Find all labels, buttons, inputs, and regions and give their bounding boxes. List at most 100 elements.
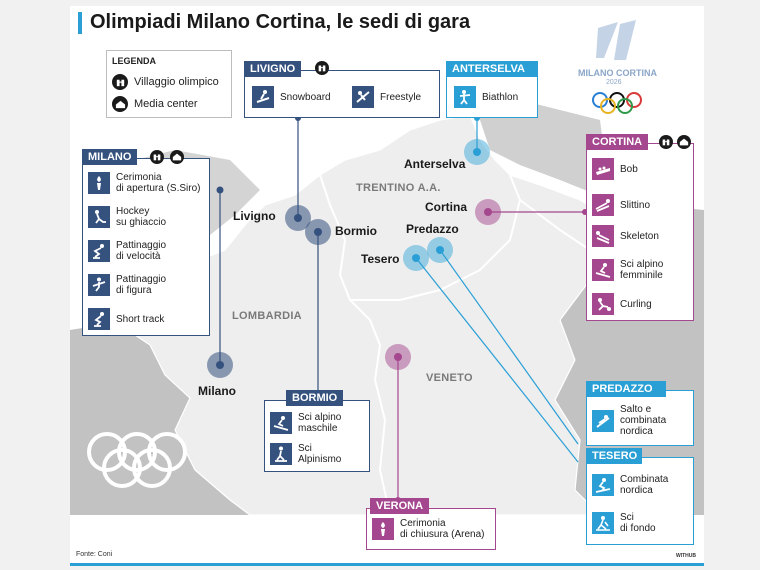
event-label: Cerimonia di apertura (S.Siro) xyxy=(116,172,201,194)
event-row-milano-short-track: Short track xyxy=(88,308,164,330)
speed-skating-icon xyxy=(88,240,110,262)
media-center-icon xyxy=(677,135,691,149)
marker-bormio xyxy=(305,219,331,245)
event-row-cortina-skeleton: Skeleton xyxy=(592,225,659,247)
event-label: Freestyle xyxy=(380,91,422,103)
event-row-cortina-luge: Slittino xyxy=(592,194,650,216)
event-label: Sci di fondo xyxy=(620,512,656,534)
event-label: Sci alpino femminile xyxy=(620,259,664,281)
event-label: Pattinaggio di figura xyxy=(116,274,167,296)
ski-jump-icon xyxy=(592,409,614,432)
event-row-cortina-bob: Bob xyxy=(592,158,638,180)
alpine-ski-icon xyxy=(592,259,614,281)
event-row-verona-closing: Cerimonia di chiusura (Arena) xyxy=(372,518,484,540)
nordic-combined-icon xyxy=(592,474,614,496)
event-row-anterselva-biathlon: Biathlon xyxy=(454,86,518,108)
bottom-rule xyxy=(70,563,704,566)
title-accent-bar xyxy=(78,12,82,34)
border-veneto-friuli xyxy=(519,199,591,251)
event-row-livigno-freestyle: Freestyle xyxy=(352,86,421,108)
cross-country-icon xyxy=(592,512,614,534)
place-predazzo: Predazzo xyxy=(406,222,459,236)
place-tesero: Tesero xyxy=(361,252,400,266)
marker-livigno xyxy=(285,205,311,231)
logo-brand-text: MILANO CORTINA xyxy=(578,68,657,78)
figure-skating-icon xyxy=(88,274,110,296)
marker-predazzo xyxy=(427,237,453,263)
snowboard-icon xyxy=(252,86,274,108)
credit-note: WITHUB xyxy=(676,553,696,559)
event-label: Snowboard xyxy=(280,91,331,103)
torch-icon xyxy=(88,172,110,194)
event-label: Curling xyxy=(620,298,652,310)
venue-title-cortina: CORTINA xyxy=(586,134,649,150)
region-trentino: TRENTINO A.A. xyxy=(356,182,441,194)
event-label: Bob xyxy=(620,163,638,175)
event-label: Sci Alpinismo xyxy=(298,443,342,465)
venue-title-anterselva: ANTERSELVA xyxy=(446,61,538,77)
event-label: Cerimonia di chiusura (Arena) xyxy=(400,518,485,540)
olympic-village-icon xyxy=(112,74,128,90)
olympic-village-icon xyxy=(315,61,329,75)
luge-icon xyxy=(592,194,614,216)
event-label: Hockey su ghiaccio xyxy=(116,206,167,228)
venue-title-verona: VERONA xyxy=(370,498,430,514)
event-row-tesero-cross-country: Sci di fondo xyxy=(592,512,656,534)
event-row-cortina-curling: Curling xyxy=(592,293,652,315)
alpine-ski-icon xyxy=(270,412,292,434)
event-row-milano-hockey: Hockey su ghiaccio xyxy=(88,206,166,228)
curling-icon xyxy=(592,293,614,315)
event-row-milano-speed-skating: Pattinaggio di velocità xyxy=(88,240,166,262)
skeleton-icon xyxy=(592,225,614,247)
marker-milano-box-dot xyxy=(216,186,224,194)
legend-title: LEGENDA xyxy=(112,56,157,66)
region-lombardia: LOMBARDIA xyxy=(232,310,302,322)
ski-mountaineering-icon xyxy=(270,443,292,465)
marker-anterselva xyxy=(464,139,490,165)
event-label: Combinata nordica xyxy=(620,474,669,496)
legend-item-media: Media center xyxy=(112,96,198,112)
region-veneto: VENETO xyxy=(426,372,473,384)
event-row-bormio-skimo: Sci Alpinismo xyxy=(270,443,341,465)
venue-title-bormio: BORMIO xyxy=(286,390,344,406)
border-lombardia-trentino xyxy=(319,174,391,516)
place-cortina: Cortina xyxy=(425,200,467,214)
event-row-predazzo-ski-jump: Salto e combinata nordica xyxy=(592,404,666,437)
marker-tesero xyxy=(403,245,429,271)
event-row-milano-opening: Cerimonia di apertura (S.Siro) xyxy=(88,172,200,194)
olympic-rings-watermark xyxy=(87,432,187,488)
line-tesero xyxy=(415,257,579,463)
logo-year-text: 2026 xyxy=(606,79,622,86)
event-label: Short track xyxy=(116,313,165,325)
hockey-icon xyxy=(88,206,110,228)
venue-title-predazzo: PREDAZZO xyxy=(586,381,666,397)
venue-title-livigno: LIVIGNO xyxy=(244,61,302,77)
marker-cortina xyxy=(475,199,501,225)
event-label: Skeleton xyxy=(620,230,659,242)
event-row-livigno-snowboard: Snowboard xyxy=(252,86,331,108)
venue-box-livigno xyxy=(244,70,440,118)
olympic-village-icon xyxy=(150,150,164,164)
milano-cortina-logo-mark xyxy=(596,20,636,60)
event-label: Salto e combinata nordica xyxy=(620,404,667,437)
source-note: Fonte: Coni xyxy=(76,551,113,558)
freestyle-icon xyxy=(352,86,374,108)
torch-icon xyxy=(372,518,394,540)
event-label: Slittino xyxy=(620,199,651,211)
marker-verona xyxy=(385,344,411,370)
event-row-milano-figure-skating: Pattinaggio di figura xyxy=(88,274,166,296)
event-row-bormio-alpine: Sci alpino maschile xyxy=(270,412,341,434)
short-track-icon xyxy=(88,308,110,330)
event-label: Biathlon xyxy=(482,91,519,103)
media-center-icon xyxy=(112,96,128,112)
biathlon-icon xyxy=(454,86,476,108)
legend-item-village: Villaggio olimpico xyxy=(112,74,219,90)
media-center-icon xyxy=(170,150,184,164)
legend-label-village: Villaggio olimpico xyxy=(134,76,219,88)
legend-label-media: Media center xyxy=(134,98,198,110)
olympic-rings-logo xyxy=(592,92,642,114)
venue-title-milano: MILANO xyxy=(82,149,138,165)
place-anterselva: Anterselva xyxy=(404,157,466,171)
marker-milano xyxy=(207,352,233,378)
page-title: Olimpiadi Milano Cortina, le sedi di gar… xyxy=(90,11,471,33)
